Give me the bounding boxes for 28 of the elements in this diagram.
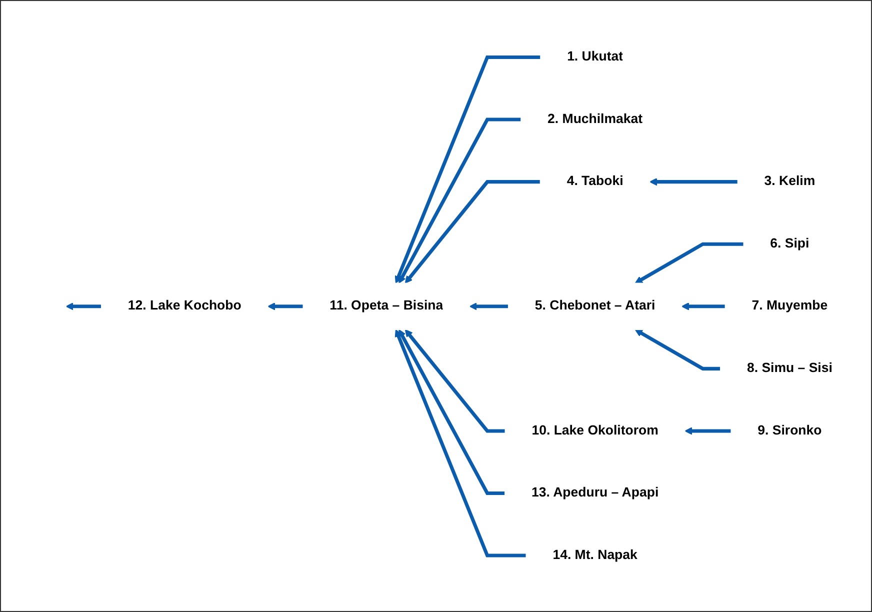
arrow <box>394 328 526 557</box>
arrow <box>268 302 304 310</box>
node-text: 3. Kelim <box>764 173 816 188</box>
node-text: 13. Apeduru – Apapi <box>531 484 659 500</box>
arrow <box>398 117 522 284</box>
node-text: 10. Lake Okolitorom <box>532 422 658 438</box>
arrow <box>469 302 508 310</box>
node-text: 2. Muchilmakat <box>548 110 643 126</box>
arrow <box>681 302 726 310</box>
arrow <box>398 328 505 495</box>
arrow <box>404 328 506 432</box>
node-text: 4. Taboki <box>566 173 624 188</box>
arrow <box>649 178 738 186</box>
arrow <box>634 242 744 284</box>
node-text: 8. Simu – Sisi <box>746 360 832 376</box>
arrow <box>394 55 541 284</box>
node-text: 11. Opeta – Bisina <box>330 298 444 313</box>
node-text: 9. Sironko <box>758 422 822 438</box>
node-text: 12. Lake Kochobo <box>128 298 242 313</box>
node-text: 6. Sipi <box>770 236 810 251</box>
arrow <box>404 180 540 284</box>
node-text: 5. Chebonet – Atari <box>534 298 656 313</box>
node-text: 7. Muyembe <box>752 298 828 313</box>
arrow <box>66 302 102 310</box>
arrow <box>684 426 732 434</box>
arrow <box>634 328 720 370</box>
node-text: 14. Mt. Napak <box>552 546 638 562</box>
node-text: 1. Ukutat <box>567 48 624 64</box>
